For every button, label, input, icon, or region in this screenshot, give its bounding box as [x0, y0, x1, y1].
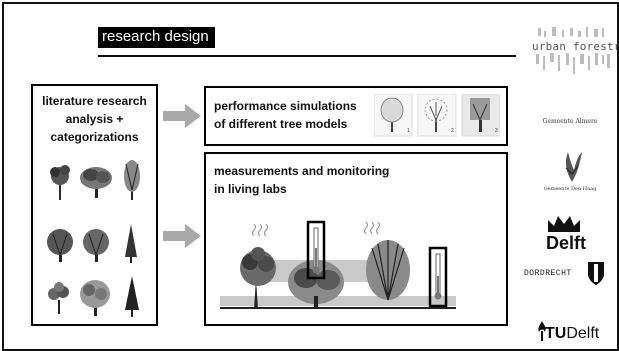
slide-title: research design [98, 27, 215, 48]
heat-wave-icon [251, 223, 269, 237]
literature-label: literature research analysis + categoriz… [33, 92, 156, 146]
tu-delft-logo: TUDelft [545, 325, 599, 343]
tree-icon [50, 165, 70, 200]
tree-icon [125, 224, 137, 263]
measurements-label: measurements and monitoring in living la… [214, 162, 389, 198]
title-rule [98, 55, 516, 57]
arrow-right-icon [163, 224, 201, 248]
tree-icon [366, 240, 410, 301]
tree-model-thumbnails: 1 2 3 [374, 94, 500, 137]
tree-categories-illustration [47, 160, 140, 317]
dordrecht-logo-text: DORDRECHT [524, 269, 572, 278]
performance-line-1: performance simulations [214, 99, 357, 113]
dordrecht-shield-icon [588, 262, 604, 285]
delft-logo-text: Delft [546, 233, 586, 253]
tu-logo-prefix: TU [545, 325, 567, 342]
measurements-line-1: measurements and monitoring [214, 164, 390, 178]
tree-icon [83, 229, 109, 262]
performance-line-2: of different tree models [214, 117, 348, 131]
tree-icon [240, 247, 276, 308]
svg-text:1: 1 [407, 128, 410, 134]
tree-icon [470, 98, 490, 132]
literature-line-3: categorizations [50, 130, 139, 144]
heat-wave-icon [363, 221, 381, 235]
svg-text:3: 3 [495, 128, 498, 134]
thermometer-icon [428, 246, 448, 308]
literature-line-1: literature research [42, 94, 147, 108]
logo-pattern-icon [536, 27, 610, 74]
tree-icon [80, 167, 112, 198]
measurements-box: measurements and monitoring in living la… [204, 152, 508, 326]
tree-icon [380, 97, 404, 132]
tree-icon [48, 282, 69, 314]
bird-emblem-icon [565, 152, 582, 182]
tree-icon [125, 276, 139, 317]
den-haag-logo-text: Gemeente Den Haag [543, 186, 597, 192]
delft-crown-icon [548, 216, 580, 232]
svg-text:2: 2 [451, 128, 454, 134]
performance-box: performance simulations of different tre… [204, 86, 508, 146]
tu-flame-icon [538, 321, 546, 341]
living-lab-illustration [220, 220, 456, 309]
tree-icon [47, 229, 73, 262]
arrow-right-icon [163, 104, 201, 128]
tree-icon [80, 280, 110, 316]
tree-icon [424, 98, 448, 132]
thermometer-icon [306, 220, 326, 280]
performance-label: performance simulations of different tre… [214, 97, 357, 133]
literature-box: literature research analysis + categoriz… [31, 84, 158, 326]
urban-forestry-logo [528, 26, 614, 78]
urban-forestry-logo-text: urban forestry [532, 40, 619, 53]
literature-line-2: analysis + [65, 112, 124, 126]
tu-logo-suffix: Delft [566, 325, 600, 342]
tree-icon [288, 260, 344, 308]
tree-icon [124, 160, 140, 200]
measurements-line-2: in living labs [214, 182, 287, 196]
almere-logo-text: Gemeente Almere [542, 118, 598, 125]
